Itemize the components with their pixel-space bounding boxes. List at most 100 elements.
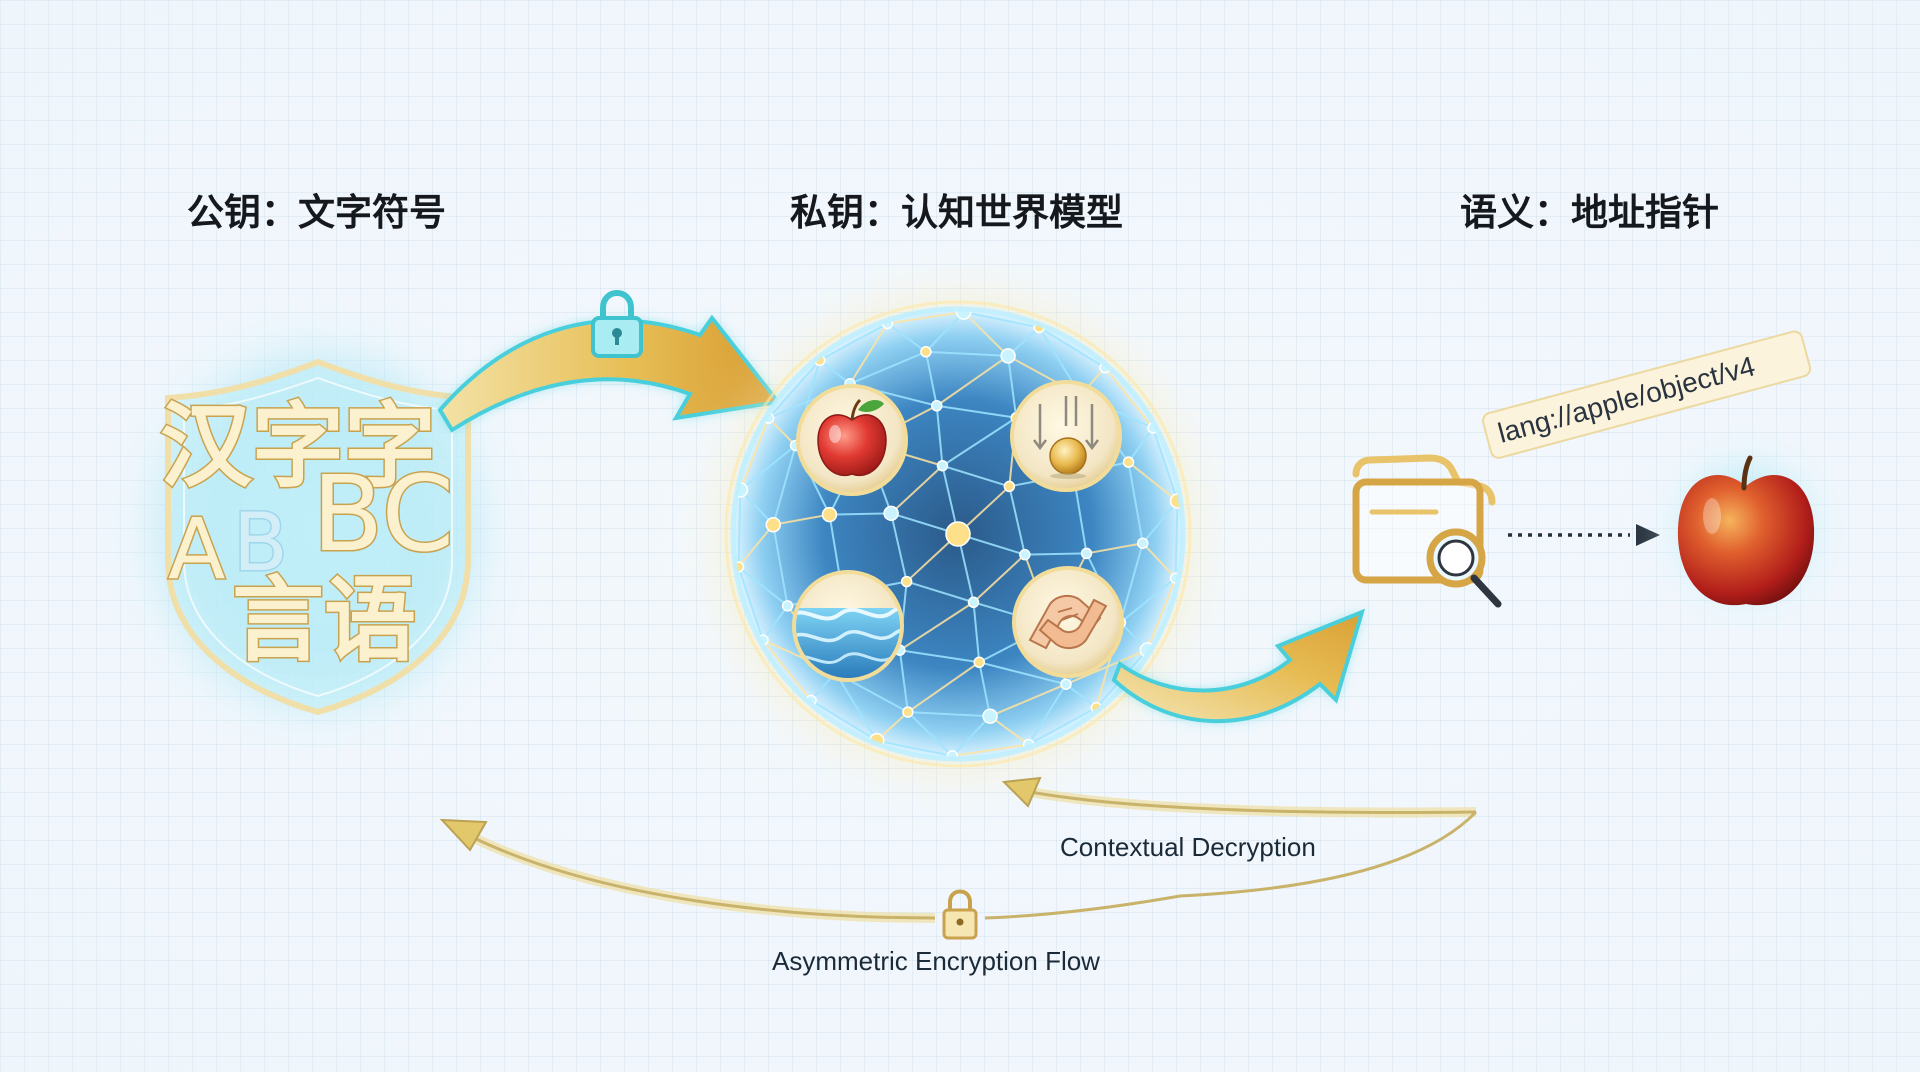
network-link: [1065, 683, 1097, 709]
asymmetric-encryption-arrow: [439, 818, 1181, 923]
heading-public-key: 公钥：文字符号: [187, 191, 446, 234]
network-link: [1086, 542, 1143, 555]
network-link: [834, 672, 878, 742]
network-node: [1080, 547, 1093, 560]
network-node: [931, 399, 943, 412]
apple-icon: [1651, 435, 1841, 625]
network-link: [767, 359, 821, 419]
network-link: [772, 524, 789, 607]
network-node: [781, 600, 794, 612]
shield-icon: 汉字字 A B BC 言语: [108, 300, 528, 760]
network-link: [978, 662, 992, 717]
network-link: [1127, 461, 1144, 544]
shield-letters-bc: BC: [312, 453, 454, 575]
network-node: [936, 459, 949, 472]
network-link: [849, 350, 927, 385]
network-link: [739, 444, 797, 491]
lock-icon: [942, 889, 978, 940]
network-node: [1000, 348, 1016, 364]
network-node: [955, 309, 972, 320]
network-node: [1003, 480, 1016, 493]
network-node: [883, 505, 899, 522]
dotted-arrow-icon: [1508, 524, 1660, 546]
network-link: [890, 513, 908, 582]
network-link: [737, 566, 789, 607]
network-link: [829, 512, 892, 516]
shield-row1-text: 汉字字: [160, 393, 436, 500]
network-link: [972, 602, 981, 663]
shield-row3-text: 言语: [232, 567, 416, 674]
network-link: [886, 322, 927, 353]
network-link: [907, 711, 954, 757]
neural-globe-icon: [688, 264, 1228, 804]
network-node: [982, 708, 998, 724]
network-link: [962, 311, 1009, 357]
network-link: [819, 322, 888, 362]
network-link: [898, 650, 909, 713]
network-link: [876, 739, 953, 757]
network-link: [739, 417, 770, 491]
apple-bubble: [796, 384, 908, 496]
network-link: [941, 416, 1017, 467]
network-node: [920, 346, 932, 358]
network-link: [1027, 683, 1067, 746]
network-link: [849, 322, 889, 385]
network-node: [902, 706, 914, 718]
apple-icon: [817, 398, 887, 477]
network-link: [935, 405, 944, 466]
shield-letter-a: A: [168, 500, 225, 598]
network-link: [925, 350, 1009, 357]
shield-letter-b: B: [233, 496, 288, 589]
network-link: [772, 445, 797, 526]
network-node: [945, 521, 971, 547]
network-link: [1065, 648, 1148, 686]
network-link: [925, 311, 965, 353]
network-link: [767, 417, 797, 447]
network-link: [1119, 577, 1177, 624]
network-link: [1038, 326, 1106, 369]
folder-search-icon: [1352, 454, 1502, 608]
heading-semantics: 语义：地址指针: [1460, 191, 1719, 234]
network-link: [773, 513, 830, 526]
network-link: [1008, 486, 1026, 555]
network-link: [737, 566, 764, 641]
network-link: [1007, 355, 1018, 418]
water-bubble: [792, 570, 904, 682]
network-link: [1152, 427, 1179, 502]
network-node: [1019, 548, 1031, 561]
network-link: [936, 355, 1009, 407]
asymmetric-flow-label: Asymmetric Encryption Flow: [772, 946, 1100, 976]
network-node: [1060, 678, 1072, 690]
network-link: [1127, 427, 1154, 463]
network-link: [762, 605, 789, 641]
network-link: [906, 580, 974, 604]
network-link: [989, 715, 1030, 746]
network-link: [952, 743, 1029, 757]
handshake-icon: [1028, 594, 1108, 650]
gravity-ball-icon: [1033, 396, 1099, 479]
gravity-bubble: [1010, 380, 1122, 492]
handshake-bubble: [1012, 566, 1124, 678]
contextual-decryption-label: Contextual Decryption: [1060, 832, 1316, 862]
network-node: [900, 575, 913, 588]
decode-arrow: [1111, 608, 1366, 723]
network-link: [989, 683, 1067, 718]
network-link: [887, 311, 964, 325]
network-link: [1028, 706, 1097, 746]
encrypt-arrow: [437, 314, 782, 433]
network-link: [978, 661, 1067, 686]
network-link: [899, 649, 980, 664]
network-link: [1142, 542, 1177, 579]
network-node: [1137, 537, 1149, 549]
network-node: [973, 656, 985, 669]
network-node: [1122, 456, 1135, 468]
network-link: [1024, 552, 1087, 556]
network-link: [1119, 542, 1144, 623]
network-link: [762, 639, 812, 701]
network-link: [1146, 577, 1177, 651]
network-link: [936, 404, 1017, 419]
network-node: [821, 506, 838, 523]
network-link: [924, 351, 938, 406]
contextual-decryption-arrow: [1001, 776, 1478, 898]
